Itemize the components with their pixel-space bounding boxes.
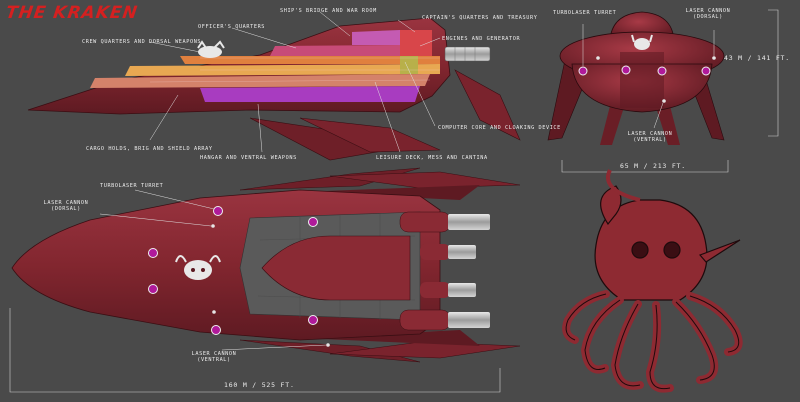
label-top-cannon-ventral: LASER CANNON(VENTRAL) [191, 351, 237, 363]
label-front-cannon-ventral: LASER CANNON(VENTRAL) [627, 131, 673, 143]
label-cargo: CARGO HOLDS, BRIG AND SHIELD ARRAY [86, 146, 213, 152]
label-front-cannon-dorsal: LASER CANNON(DORSAL) [685, 8, 731, 20]
skull-emblem-top [175, 255, 221, 280]
label-leisure: LEISURE DECK, MESS AND CANTINA [376, 155, 488, 161]
dimension-length: 160 M / 525 FT. [224, 381, 295, 389]
label-top-turret: TURBOLASER TURRET [100, 183, 164, 189]
dimension-height: 43 M / 141 FT. [724, 54, 790, 62]
label-top-cannon-dorsal: LASER CANNON(DORSAL) [43, 200, 89, 212]
label-computer: COMPUTER CORE AND CLOAKING DEVICE [438, 125, 561, 131]
side-view [27, 11, 521, 161]
skull-emblem-side [197, 40, 225, 58]
skull-emblem-front [631, 34, 653, 50]
label-front-turret: TURBOLASER TURRET [553, 10, 617, 16]
top-view [9, 167, 521, 393]
label-bridge: SHIP'S BRIDGE AND WAR ROOM [280, 8, 377, 14]
label-officers: OFFICER'S QUARTERS [198, 24, 266, 30]
label-crew: CREW QUARTERS AND DORSAL WEAPONS [82, 39, 202, 45]
page-title: THE KRAKEN [4, 3, 140, 23]
label-engines: ENGINES AND GENERATOR [442, 36, 521, 42]
label-captain: CAPTAIN'S QUARTERS AND TREASURY [422, 15, 538, 21]
label-hangar: HANGAR AND VENTRAL WEAPONS [200, 155, 297, 161]
front-view [547, 9, 779, 173]
dimension-width: 65 M / 213 FT. [620, 162, 686, 170]
kraken-emblem [562, 169, 743, 393]
